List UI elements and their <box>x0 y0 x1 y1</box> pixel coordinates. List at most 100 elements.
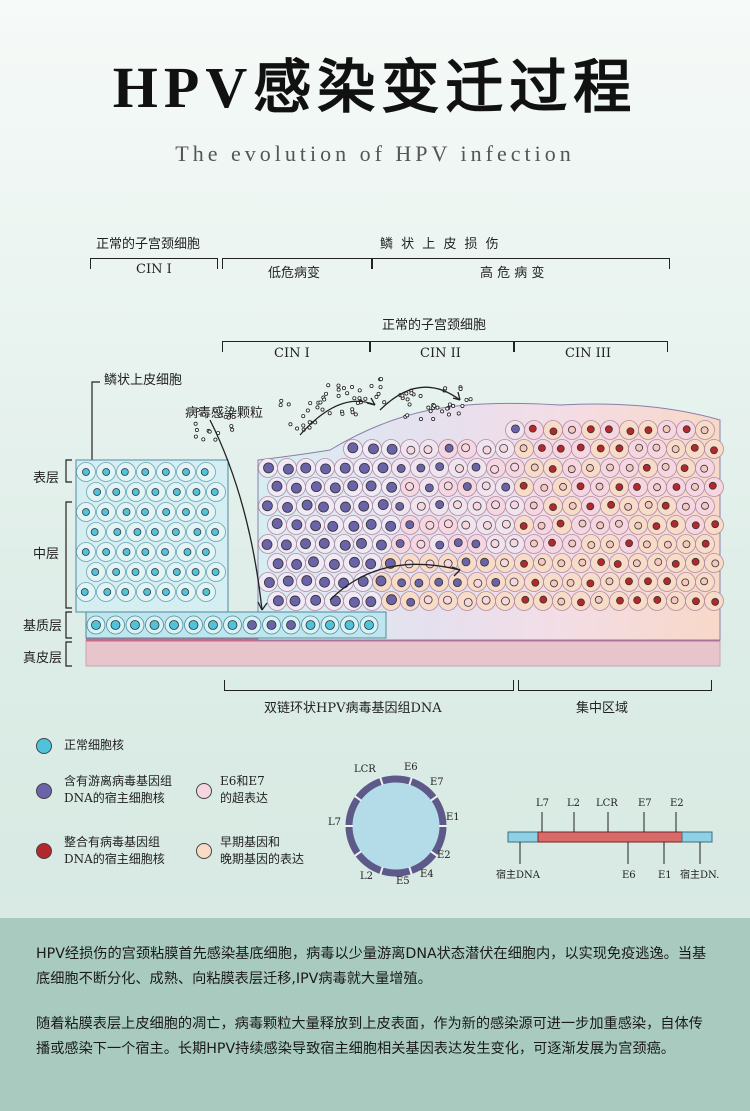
label-normal-cervix-cells-2: 正常的子宫颈细胞 <box>382 318 487 333</box>
lesion-nucleus <box>672 483 681 491</box>
genome-segment-divider <box>354 850 362 857</box>
genome-label-e7: E7 <box>430 777 444 788</box>
bracket-normal <box>90 258 218 269</box>
squamous-nucleus <box>192 488 201 496</box>
virus-particle <box>229 424 234 429</box>
lesion-nucleus <box>634 521 643 530</box>
lesion-nucleus <box>556 519 565 528</box>
lesion-nucleus <box>549 427 558 436</box>
lesion-nucleus <box>652 443 661 452</box>
squamous-nucleus <box>151 568 159 576</box>
lesion-nucleus <box>597 558 606 567</box>
linear-label-e1: E1 <box>658 870 672 881</box>
description-panel <box>0 918 750 1111</box>
description-paragraph-1: HPV经损伤的宫颈粘膜首先感染基底细胞，病毒以少量游离DNA状态潜伏在细胞内，以… <box>36 946 707 987</box>
squamous-nucleus <box>141 468 150 476</box>
lesion-nucleus <box>568 425 576 434</box>
legend-e6e7-l1: E6和E7 <box>220 774 265 788</box>
legend-early-late-l1: 早期基因和 <box>220 835 281 849</box>
linear-label-e7: E7 <box>638 798 652 809</box>
lesion-nucleus <box>566 578 575 587</box>
lesion-nucleus <box>320 463 332 475</box>
virus-particle <box>350 385 355 390</box>
lesion-nucleus <box>519 481 528 490</box>
virus-particle <box>468 397 473 402</box>
virus-particle <box>231 415 236 420</box>
virus-particle <box>405 397 410 402</box>
virus-particle <box>428 409 433 414</box>
lesion-nucleus <box>462 482 472 491</box>
lesion-nucleus <box>301 499 313 511</box>
bracket-cin1 <box>222 341 370 352</box>
genome-label-e1: E1 <box>446 812 460 823</box>
lesion-nucleus <box>482 445 492 455</box>
virus-particle <box>432 403 437 408</box>
lesion-nucleus <box>501 596 510 606</box>
lesion-nucleus <box>395 539 405 548</box>
legend-integrated-l2: DNA的宿主细胞核 <box>64 852 165 866</box>
lesion-nucleus <box>528 424 537 433</box>
lesion-nucleus <box>509 538 519 548</box>
legend-e6e7-dot <box>196 783 212 799</box>
lesion-nucleus <box>310 481 322 493</box>
virus-particles <box>193 377 473 442</box>
lesion-nucleus <box>329 482 341 494</box>
lesion-nucleus <box>578 558 587 567</box>
lesion-nucleus <box>708 481 717 490</box>
genome-label-e4: E4 <box>420 869 434 880</box>
lesion-nucleus <box>377 499 389 510</box>
page-title: HPV感染变迁过程 <box>112 55 638 120</box>
lesion-nucleus <box>481 481 491 491</box>
basal-nucleus <box>130 620 140 630</box>
lesion-nucleus <box>511 424 520 434</box>
lesion-nucleus <box>471 539 481 549</box>
lesion-nucleus <box>435 462 445 472</box>
lesion-nucleus <box>700 577 709 586</box>
lesion-nucleus <box>586 502 595 511</box>
lesion-nucleus <box>348 520 360 532</box>
lesion-nucleus <box>711 598 720 606</box>
lesion-nucleus <box>435 540 445 550</box>
lesion-nucleus <box>365 558 377 570</box>
lesion-nucleus <box>319 576 330 588</box>
squamous-nucleus <box>201 508 209 516</box>
squamous-nucleus <box>211 568 220 576</box>
virus-particle <box>376 391 381 396</box>
basal-nucleus <box>188 620 199 630</box>
lesion-nucleus <box>661 462 670 471</box>
virus-particle <box>213 408 218 413</box>
lesion-nucleus <box>540 483 549 492</box>
lesion-nucleus <box>414 578 424 588</box>
lesion-nucleus <box>365 519 377 530</box>
squamous-nucleus <box>200 468 209 476</box>
squamous-nucleus <box>133 528 142 536</box>
migration-arrows <box>209 386 461 611</box>
virus-particle <box>324 391 329 396</box>
squamous-nucleus <box>122 508 131 516</box>
lesion-nucleus <box>347 442 359 454</box>
label-squamous-lesion: 鳞 状 上 皮 损 伤 <box>380 237 501 252</box>
lesion-nucleus <box>530 539 538 548</box>
lesion-nucleus <box>443 481 453 491</box>
virus-particle <box>301 423 306 428</box>
virus-particle <box>226 415 231 420</box>
linear-label-lcr: LCR <box>596 798 618 809</box>
lesion-nucleus <box>424 483 434 493</box>
lesion-nucleus <box>548 465 557 473</box>
lesion-nucleus <box>339 462 351 474</box>
lesion-nucleus <box>671 445 680 454</box>
genome-segment-divider <box>379 777 384 786</box>
squamous-nucleus <box>101 508 110 516</box>
lesion-nucleus <box>682 425 691 434</box>
lesion-nucleus <box>624 502 633 511</box>
lesion-nucleus <box>701 539 710 548</box>
lesion-nucleus <box>595 482 604 491</box>
lesion-nucleus <box>435 500 445 509</box>
lesion-nucleus <box>327 520 339 532</box>
lesion-nucleus <box>283 463 294 475</box>
lesion-nucleus <box>567 465 576 474</box>
squamous-nucleus <box>141 508 149 516</box>
lesion-nucleus <box>416 539 426 549</box>
lesion-nucleus <box>577 598 585 607</box>
lesion-nucleus <box>529 501 538 510</box>
